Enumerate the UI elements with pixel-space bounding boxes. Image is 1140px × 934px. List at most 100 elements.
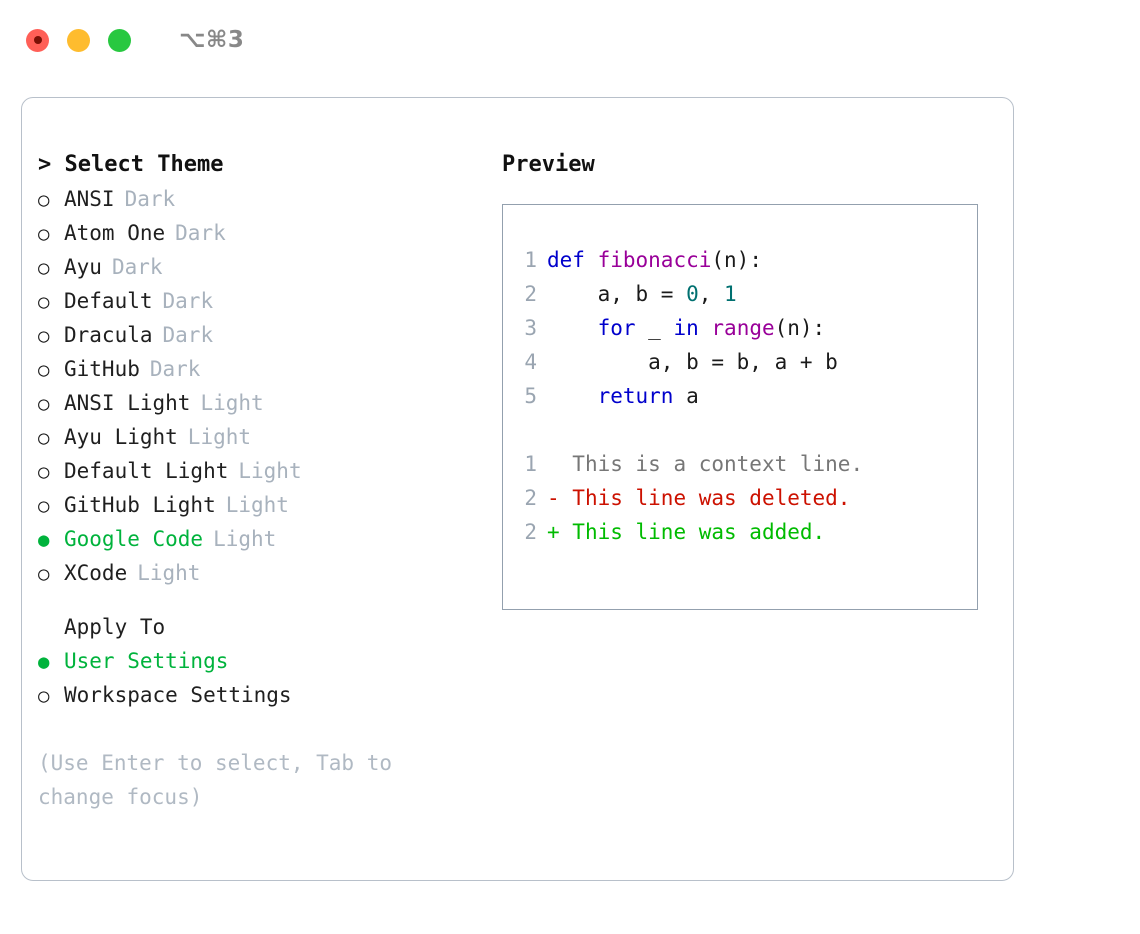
token-plain: a, b = b, a + b — [547, 350, 838, 374]
line-number: 1 — [524, 248, 537, 272]
theme-option-ansi[interactable]: ○ ANSI Dark — [38, 182, 492, 216]
apply-to-header: Apply To — [64, 615, 166, 639]
radio-unselected-icon: ○ — [38, 189, 50, 211]
theme-option-tag: Light — [200, 391, 264, 415]
page-title-label: Select Theme — [64, 152, 224, 177]
hint-spacer — [38, 712, 492, 746]
apply-to-option-label: Workspace Settings — [64, 683, 292, 707]
apply-to-option-user-settings[interactable]: ● User Settings — [38, 644, 492, 678]
line-number: 1 — [524, 452, 537, 476]
close-button[interactable] — [26, 28, 49, 52]
theme-option-tag: Dark — [162, 323, 214, 347]
diff-sample: 1 This is a context line. 2- This line wa… — [503, 447, 977, 549]
theme-option-label: Google Code — [64, 527, 204, 551]
line-number: 5 — [524, 384, 537, 408]
radio-unselected-icon: ○ — [38, 325, 50, 347]
token-plain: (n): — [774, 316, 826, 340]
theme-option-label: ANSI Light — [64, 391, 191, 415]
theme-option-atom-one[interactable]: ○ Atom One Dark — [38, 216, 492, 250]
code-line-text: a, b = 0, 1 — [547, 277, 737, 311]
diff-line-text: This line was added. — [572, 520, 826, 544]
radio-unselected-icon: ○ — [38, 223, 50, 245]
code-line: 5 return a — [503, 379, 977, 413]
theme-option-tag: Light — [213, 527, 277, 551]
diff-sign: - — [547, 486, 573, 510]
theme-option-label: Atom One — [64, 221, 166, 245]
token-plain: a, b = — [547, 282, 687, 306]
line-number: 2 — [524, 282, 537, 306]
radio-unselected-icon: ○ — [38, 685, 50, 707]
token-plain: a — [673, 384, 699, 408]
list-spacer — [38, 590, 492, 610]
radio-unselected-icon: ○ — [38, 257, 50, 279]
theme-option-tag: Dark — [175, 221, 226, 245]
theme-option-label: Ayu Light — [64, 425, 178, 449]
token-num: 0 — [686, 282, 699, 306]
token-kw: return — [597, 384, 674, 408]
radio-unselected-icon: ○ — [38, 393, 50, 415]
radio-unselected-icon: ○ — [38, 359, 50, 381]
theme-option-ansi-light[interactable]: ○ ANSI Light Light — [38, 386, 492, 420]
theme-option-tag: Dark — [124, 187, 176, 211]
diff-line-text: This is a context line. — [572, 452, 864, 476]
theme-option-label: Default Light — [64, 459, 229, 483]
code-line: 3 for _ in range(n): — [503, 311, 977, 345]
radio-selected-icon: ● — [38, 651, 50, 673]
token-plain — [547, 384, 598, 408]
code-line: 4 a, b = b, a + b — [503, 345, 977, 379]
theme-option-label: ANSI — [64, 187, 115, 211]
diff-line-text: This line was deleted. — [572, 486, 851, 510]
theme-option-tag: Dark — [149, 357, 201, 381]
page-title: > Select Theme — [38, 148, 492, 182]
theme-option-tag: Light — [238, 459, 302, 483]
code-line: 2 a, b = 0, 1 — [503, 277, 977, 311]
maximize-button[interactable] — [108, 28, 131, 52]
token-plain — [585, 248, 598, 272]
code-line-text: def fibonacci(n): — [547, 243, 762, 277]
token-plain: , — [698, 282, 725, 306]
window-title: ⌥⌘3 — [179, 27, 245, 53]
token-kw: def — [547, 248, 585, 272]
apply-to-option-label: User Settings — [64, 649, 229, 673]
theme-option-label: XCode — [64, 561, 128, 585]
apply-to-option-workspace-settings[interactable]: ○ Workspace Settings — [38, 678, 492, 712]
title-bar: ⌥⌘3 — [0, 0, 1140, 80]
theme-option-tag: Dark — [162, 289, 214, 313]
theme-option-google-code[interactable]: ● Google Code Light — [38, 522, 492, 556]
theme-option-default-light[interactable]: ○ Default Light Light — [38, 454, 492, 488]
apply-to-list: ● User Settings ○ Workspace Settings — [38, 644, 492, 712]
line-number: 4 — [524, 350, 537, 374]
code-diff-separator — [503, 413, 977, 447]
radio-unselected-icon: ○ — [38, 461, 50, 483]
preview-title: Preview — [502, 152, 595, 177]
token-num: 1 — [724, 282, 737, 306]
traffic-lights — [26, 28, 131, 52]
diff-sign — [547, 447, 572, 481]
minimize-button[interactable] — [67, 28, 90, 52]
code-line-text: return a — [547, 379, 699, 413]
radio-unselected-icon: ○ — [38, 563, 50, 585]
theme-option-label: GitHub Light — [64, 493, 216, 517]
token-plain — [699, 316, 712, 340]
token-fn: range — [711, 316, 775, 340]
theme-option-tag: Dark — [111, 255, 163, 279]
token-kw: in — [673, 316, 699, 340]
line-number: 3 — [524, 316, 537, 340]
token-plain — [547, 316, 598, 340]
radio-selected-icon: ● — [38, 529, 50, 551]
prompt-caret: > — [38, 152, 65, 177]
line-number: 2 — [524, 486, 537, 510]
